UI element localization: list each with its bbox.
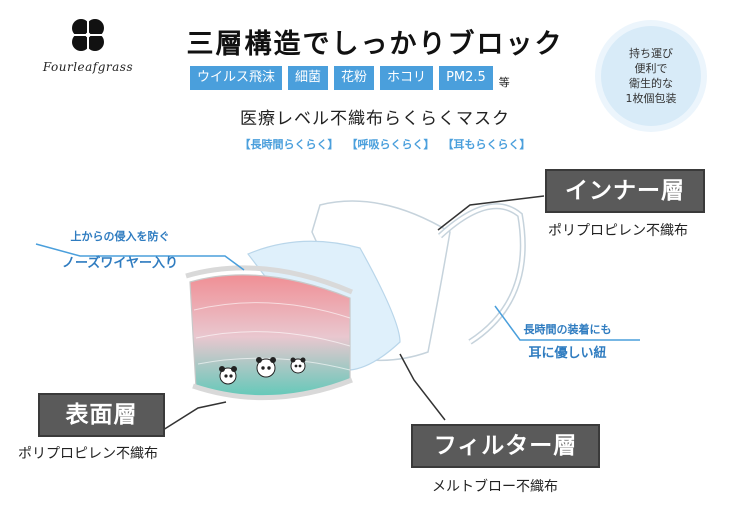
ear-loop-pointer [494, 305, 640, 341]
badge-line: 衛生的な [629, 77, 673, 90]
filter-layer-pointer [399, 353, 446, 421]
protection-tags: ウイルス飛沫 細菌 花粉 ホコリ PM2.5 等 [190, 66, 510, 90]
filter-layer-label: フィルター層 [411, 424, 600, 468]
tag-suffix: 等 [498, 76, 510, 89]
ear-loop-line2: 耳に優しい紐 [528, 346, 607, 361]
nose-wire-line2: ノーズワイヤー入り [62, 256, 178, 271]
panda-print-icon [219, 357, 306, 385]
tag-pm25: PM2.5 [439, 66, 493, 90]
mask-surface-layer [189, 274, 351, 400]
ear-loop-note: 長時間の装着にも 耳に優しい紐 [500, 321, 635, 361]
feature-long-hours: 【長時間らくらく】 [239, 138, 339, 151]
badge-line: 持ち運び [629, 47, 673, 60]
mask-inner-layer [311, 200, 451, 362]
tag-virus-droplets: ウイルス飛沫 [190, 66, 283, 90]
tag-bacteria: 細菌 [288, 66, 329, 90]
surface-layer-material: ポリプロピレン不織布 [18, 446, 158, 462]
feature-breathing: 【呼吸らくらく】 [346, 138, 435, 151]
surface-layer-label: 表面層 [38, 393, 165, 437]
filter-layer-material: メルトブロー不織布 [432, 479, 558, 495]
packaging-badge: 持ち運び 便利で 衛生的な 1枚個包装 [601, 26, 701, 126]
headline: 三層構造でしっかりブロック [186, 29, 564, 60]
nose-wire-pointer [35, 243, 245, 271]
tag-pollen: 花粉 [334, 66, 375, 90]
feature-ears: 【耳もらくらく】 [442, 138, 531, 151]
badge-line: 1枚個包装 [625, 92, 677, 105]
inner-layer-pointer [437, 195, 545, 231]
surface-layer-pointer [162, 401, 227, 431]
inner-layer-label: インナー層 [545, 169, 705, 213]
tag-dust: ホコリ [380, 66, 434, 90]
four-leaf-clover-icon [70, 18, 106, 54]
brand-name: Fourleafgrass [42, 60, 134, 74]
inner-layer-material: ポリプロピレン不織布 [548, 223, 688, 239]
nose-wire-note: 上からの侵入を防ぐ ノーズワイヤー入り [40, 228, 200, 271]
feature-list: 【長時間らくらく】 【呼吸らくらく】 【耳もらくらく】 [185, 136, 585, 152]
subtitle: 医療レベル不織布らくらくマスク [240, 109, 510, 129]
brand-logo: Fourleafgrass [18, 14, 158, 74]
ear-loop-line1: 長時間の装着にも [523, 323, 612, 336]
nose-wire-line1: 上からの侵入を防ぐ [70, 230, 170, 243]
badge-line: 便利で [634, 62, 668, 75]
